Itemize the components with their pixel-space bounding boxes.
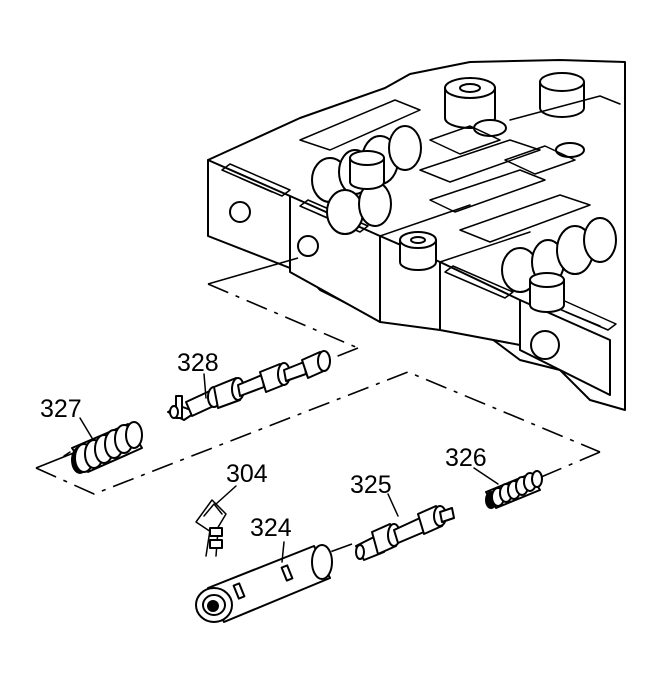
- label-304: 304: [226, 460, 268, 488]
- label-328: 328: [177, 349, 219, 377]
- label-324: 324: [250, 514, 292, 542]
- label-327: 327: [40, 395, 82, 423]
- clip-304: [195, 499, 227, 557]
- label-325: 325: [350, 471, 392, 499]
- valve-325: [355, 505, 455, 561]
- sleeve-324: [195, 544, 333, 623]
- valve-328: [167, 350, 331, 421]
- valve-body-casting: [207, 59, 626, 411]
- spring-327: [63, 421, 143, 474]
- casting-bosses: [349, 72, 585, 313]
- label-326: 326: [445, 444, 487, 472]
- leader-lines: [79, 373, 499, 563]
- spring-326: [485, 470, 543, 509]
